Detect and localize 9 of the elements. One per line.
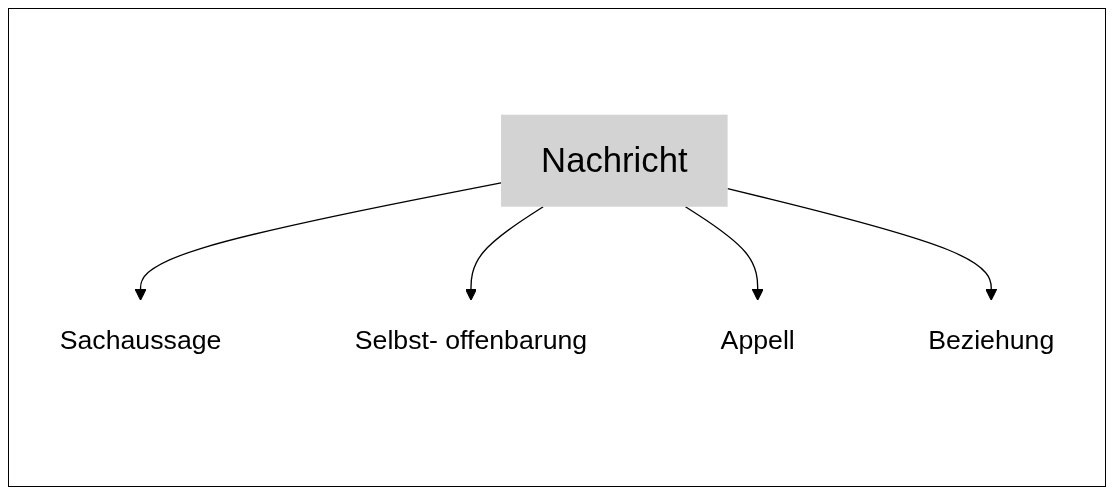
- node-text: Selbst- offenbarung: [354, 325, 588, 355]
- node-text: Beziehung: [928, 325, 1055, 355]
- node-box: Nachricht: [501, 114, 728, 207]
- arrow: [134, 182, 502, 301]
- arrow: [726, 188, 998, 301]
- node-text: Sachaussage: [59, 325, 222, 355]
- arrow: [465, 206, 544, 301]
- arrow: [684, 206, 764, 301]
- node-text: Appell: [720, 325, 795, 355]
